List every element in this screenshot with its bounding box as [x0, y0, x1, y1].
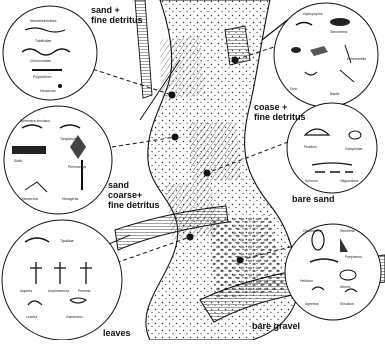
inset-sand-coarse-caption-6: Hexagenia — [62, 197, 78, 201]
inset-leaves: Tipulidae Isoperla Amphinemura Perlesta … — [2, 220, 122, 340]
label-bare-sand-line-1: bare sand — [292, 194, 335, 204]
inset-sand-detritus: Nemathelminthes Tubificidae Chironomidae… — [3, 6, 97, 100]
inset-coarse-detritus-caption-5: Baetis — [330, 92, 340, 96]
label-coarse-fine-detritus: coase + fine detritus — [254, 102, 306, 122]
inset-bare-gravel: Glossosoma Stenelmis Psephenus Helichus … — [285, 224, 381, 320]
inset-bare-gravel-caption-5: Atherix — [340, 285, 351, 289]
inset-bare-gravel-caption-4: Helichus — [300, 279, 313, 283]
inset-leaves-caption-4: Perlesta — [78, 289, 91, 293]
label-sand-fine-detritus-line-2: fine detritus — [91, 15, 143, 25]
inset-bare-sand-caption-4: Oligochaeta — [340, 179, 358, 183]
inset-sand-coarse-caption-1: Ephemera simulans — [20, 119, 50, 123]
label-coarse-fine-detritus-line-1: coase + — [254, 102, 306, 112]
inset-bare-sand-caption-2: Gomphidae — [345, 147, 363, 151]
label-bare-gravel-line-1: bare gravel — [252, 321, 300, 331]
label-sand-coarse-line-2: coarse+ — [108, 190, 160, 200]
inset-sand-coarse-caption-4: Pteronarcys — [68, 165, 86, 169]
inset-sand-coarse-caption-3: Sialis — [14, 159, 22, 163]
inset-leaves-caption-2: Isoperla — [20, 289, 32, 293]
inset-bare-sand-caption-1: Pisidium — [304, 145, 317, 149]
inset-bare-gravel-caption-7: Simulium — [340, 302, 354, 306]
label-bare-gravel: bare gravel — [252, 321, 300, 331]
inset-leaves-caption-6: Gammarus — [66, 315, 83, 319]
inset-sand-coarse-caption-5: Optioservus — [20, 197, 38, 201]
inset-sand-coarse-caption-2: Tanytarsus — [60, 137, 77, 141]
inset-bare-gravel-caption-2: Stenelmis — [340, 229, 355, 233]
inset-bare-gravel-caption-1: Glossosoma — [303, 229, 322, 233]
inset-sand-detritus-caption-5: Hexatoma — [40, 89, 56, 93]
inset-coarse-detritus: Hydropsyche Stenonema Ephemerella Dixa B… — [274, 3, 378, 107]
label-sand-fine-detritus-line-1: sand + — [91, 5, 143, 15]
inset-coarse-detritus-caption-1: Hydropsyche — [303, 12, 323, 16]
inset-sand-detritus-caption-3: Chironomidae — [30, 59, 51, 63]
inset-sand-coarse: Ephemera simulans Tanytarsus Sialis Pter… — [4, 106, 112, 214]
label-sand-coarse-line-3: fine detritus — [108, 200, 160, 210]
inset-bare-gravel-caption-6: Agnetina — [305, 302, 318, 306]
label-sand-coarse-fine-detritus: sand coarse+ fine detritus — [108, 180, 160, 210]
label-leaves: leaves — [103, 328, 131, 338]
inset-bare-gravel-caption-3: Psephenus — [345, 255, 362, 259]
inset-leaves-caption-5: Leuctra — [26, 315, 37, 319]
inset-bare-sand-caption-3: Ephoron — [305, 179, 318, 183]
inset-coarse-detritus-caption-4: Dixa — [290, 87, 297, 91]
inset-coarse-detritus-caption-3: Ephemerella — [347, 57, 366, 61]
label-coarse-fine-detritus-line-2: fine detritus — [254, 112, 306, 122]
inset-sand-detritus-caption-1: Nemathelminthes — [30, 19, 57, 23]
marker-sand-fine-detritus — [169, 92, 176, 99]
label-bare-sand: bare sand — [292, 194, 335, 204]
inset-leaves-caption-1: Tipulidae — [60, 239, 74, 243]
marker-coarse-detritus — [232, 57, 239, 64]
label-leaves-line-1: leaves — [103, 328, 131, 338]
inset-sand-detritus-caption-4: Polypedilum — [33, 75, 52, 79]
label-sand-coarse-line-1: sand — [108, 180, 160, 190]
inset-coarse-detritus-caption-2: Stenonema — [330, 30, 347, 34]
inset-sand-detritus-caption-2: Tubificidae — [35, 39, 51, 43]
inset-leaves-caption-3: Amphinemura — [48, 289, 69, 293]
label-sand-fine-detritus: sand + fine detritus — [91, 5, 143, 25]
